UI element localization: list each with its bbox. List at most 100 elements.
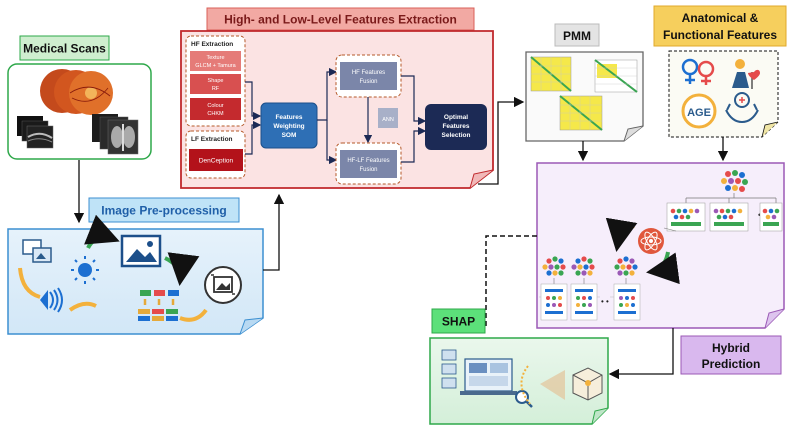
hf-extraction-label: HF Extraction [191, 41, 233, 48]
shape-method: RF [212, 86, 220, 92]
bottom-tree-1 [540, 283, 568, 321]
processed-image-icon [204, 266, 242, 304]
bottom-cluster-3 [614, 256, 638, 276]
retina-fundus-images [40, 69, 113, 115]
denception-box [189, 149, 243, 171]
tree-node-1 [666, 202, 706, 232]
data-stack-icon [138, 290, 179, 321]
anatomical-features-section: Anatomical & Functional Features AGE [653, 5, 787, 138]
curved-arrow-1 [18, 267, 41, 299]
shape-label: Shape [208, 78, 224, 84]
optimal-line3: Selection [442, 132, 471, 139]
tree-node-3 [759, 202, 783, 232]
bottom-cluster-2 [571, 256, 595, 276]
colour-label: Colour [207, 103, 223, 109]
age-label: AGE [687, 107, 711, 119]
medical-scans-title-box [19, 35, 110, 61]
top-dot-cluster [721, 170, 748, 192]
arrow-preprocessing-to-extraction [263, 193, 285, 271]
arrow-hflf-fusion-to-optimal [401, 126, 427, 163]
analytics-dashboard-icon [441, 349, 533, 408]
hflf-fusion-line2: Fusion [359, 167, 377, 173]
hf-fusion-line2: Fusion [359, 79, 377, 85]
texture-method: GLCM + Tamura [195, 63, 236, 69]
3d-cube-icon [572, 367, 603, 401]
hf-fusion-box [340, 62, 397, 90]
pmm-matrix-2 [594, 59, 638, 93]
colour-method: CHKM [207, 111, 224, 117]
optimal-line2: Features [442, 123, 469, 130]
bottom-tree-2 [570, 283, 598, 321]
ann-box [378, 108, 398, 128]
oct-scan-images [17, 116, 54, 149]
care-hands-icon [725, 92, 759, 124]
medical-scans-title: Medical Scans [23, 42, 106, 56]
pmm-title: PMM [563, 29, 591, 43]
extraction-title: High- and Low-Level Features Extraction [224, 13, 457, 27]
texture-label: Texture [206, 55, 224, 61]
anatomical-box [668, 50, 779, 138]
weighting-line2: Weighting [273, 123, 304, 130]
shap-title: SHAP [442, 315, 475, 329]
age-icon: AGE [681, 93, 717, 129]
hflf-fusion-box [340, 150, 397, 178]
curved-arrow-hybrid-1 [605, 217, 638, 252]
colour-box [190, 98, 241, 120]
atom-model-icon [638, 228, 664, 254]
chest-xray-images [92, 114, 139, 155]
arrow-hf-to-som [245, 81, 262, 121]
ellipsis-bottom: • • [601, 297, 609, 306]
anatomical-title-box [653, 5, 787, 47]
hf-fusion-line1: HF Features [352, 70, 385, 76]
shap-section: SHAP [429, 308, 609, 425]
gender-icon [681, 58, 715, 85]
landscape-image-icon [120, 234, 162, 268]
pmm-title-box [554, 23, 600, 47]
curved-arrow-2 [84, 214, 120, 250]
arrow-hf-fusion-to-optimal [401, 75, 427, 126]
elderly-person-icon [732, 59, 760, 89]
signal-wave-icon [40, 287, 63, 313]
dashed-link-hybrid-to-shap [485, 235, 537, 327]
curved-arrow-5 [179, 308, 208, 322]
optimal-features-box [425, 104, 487, 150]
pmm-section: PMM [525, 23, 644, 142]
optimal-line1: Optimal [444, 114, 468, 121]
features-weighting-som-box [260, 102, 318, 149]
anatomical-title-line2: Functional Features [663, 28, 777, 42]
image-copy-icon [22, 239, 52, 263]
arrow-som-to-hflf-fusion [326, 120, 338, 165]
lf-extraction-label: LF Extraction [191, 136, 233, 143]
bottom-tree-3 [613, 283, 641, 321]
projection-beam-icon [540, 370, 565, 400]
weighting-line3: SOM [282, 132, 297, 139]
curved-arrow-4 [164, 252, 200, 286]
feature-extraction-section: High- and Low-Level Features Extraction … [180, 7, 494, 189]
medical-scans-section: Medical Scans [7, 35, 152, 160]
tree-node-2 [709, 202, 749, 232]
arrow-som-to-hf-fusion [317, 67, 338, 121]
preprocessing-title: Image Pre-processing [101, 204, 226, 218]
extraction-title-box [206, 7, 475, 31]
arrow-hybrid-to-shap [608, 328, 674, 380]
pmm-matrix-1 [530, 56, 572, 92]
hybrid-title-box [680, 335, 782, 375]
denception-label: DenCeption [199, 158, 234, 165]
bottom-cluster-1 [542, 256, 566, 276]
hflf-fusion-line1: HF-LF Features [347, 158, 389, 164]
arrow-lf-to-som [245, 120, 262, 155]
ann-label: ANN [382, 117, 394, 123]
anatomical-title-line1: Anatomical & [682, 11, 759, 25]
image-preprocessing-section: Image Pre-processing [7, 197, 264, 335]
arrow-extraction-to-pmm [478, 96, 525, 185]
curved-arrow-3 [68, 301, 97, 312]
shap-title-box [431, 308, 486, 334]
brightness-icon [71, 256, 99, 284]
hybrid-title-line2: Prediction [702, 357, 761, 371]
shape-box [190, 74, 241, 94]
weighting-line1: Features [275, 114, 302, 121]
hybrid-prediction-section: • • • [536, 162, 785, 375]
texture-box [190, 51, 241, 71]
